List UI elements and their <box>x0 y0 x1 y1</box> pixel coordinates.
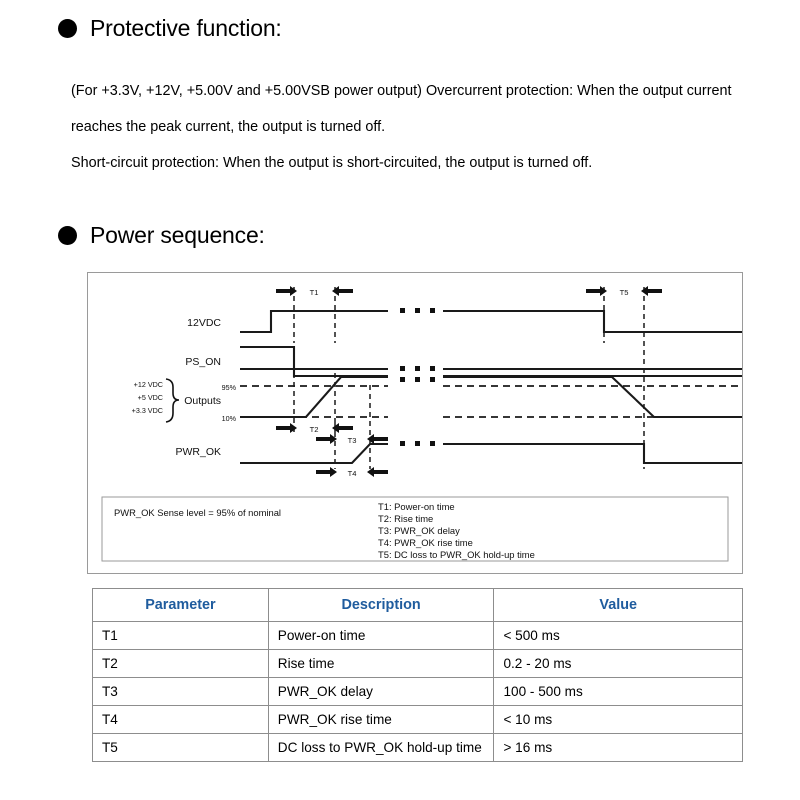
arrow-t4-right-icon <box>367 467 388 477</box>
table-header-row: Parameter Description Value <box>92 588 743 622</box>
legend-item-t5: T5: DC loss to PWR_OK hold-up time <box>378 549 535 560</box>
arrow-t2-right-icon <box>332 423 353 433</box>
legend-note-sense-level: PWR_OK Sense level = 95% of nominal <box>114 507 281 518</box>
diagram-label-outputs: Outputs <box>184 395 221 407</box>
cell-parameter: T2 <box>92 649 269 678</box>
time-marker-t5: T5 <box>620 288 629 297</box>
cell-value: 0.2 - 20 ms <box>493 649 743 678</box>
waveform-outputs-right <box>443 375 742 419</box>
cell-parameter: T5 <box>92 733 269 762</box>
waveform-pwr-ok-left <box>240 442 388 465</box>
time-marker-t2: T2 <box>310 425 319 434</box>
diagram-label-10-percent: 10% <box>222 414 237 423</box>
bullet-icon <box>58 226 77 245</box>
cell-description: PWR_OK delay <box>267 677 495 706</box>
legend-item-t3: T3: PWR_OK delay <box>378 525 460 536</box>
diagram-label-95-percent: 95% <box>222 383 237 392</box>
power-sequence-parameter-table: Parameter Description Value T1 Power-on … <box>92 588 743 762</box>
brace-icon <box>165 378 180 423</box>
time-marker-t1: T1 <box>310 288 319 297</box>
diagram-label-ps-on: PS_ON <box>185 356 221 368</box>
arrow-t2-left-icon <box>276 423 297 433</box>
legend-item-t1: T1: Power-on time <box>378 501 455 512</box>
legend-item-t4: T4: PWR_OK rise time <box>378 537 473 548</box>
diagram-label-pwr-ok: PWR_OK <box>175 446 221 458</box>
cell-value: 100 - 500 ms <box>493 677 743 706</box>
cell-parameter: T4 <box>92 705 269 734</box>
diagram-label-rail-5v: +5 VDC <box>138 393 163 402</box>
waveform-break-pwr-ok <box>400 441 435 446</box>
arrow-t3-right-icon <box>367 434 388 444</box>
waveform-12vdc-left <box>240 309 388 334</box>
table-row: T3 PWR_OK delay 100 - 500 ms <box>92 677 743 706</box>
column-header-description: Description <box>267 588 495 622</box>
table-row: T2 Rise time 0.2 - 20 ms <box>92 649 743 678</box>
arrow-t1-right-icon <box>332 286 353 296</box>
arrow-t4-left-icon <box>316 467 337 477</box>
waveform-break-12vdc <box>400 308 435 313</box>
waveform-12vdc-right <box>443 309 742 334</box>
table-row: T5 DC loss to PWR_OK hold-up time > 16 m… <box>92 733 743 762</box>
cell-description: Power-on time <box>267 621 495 650</box>
arrow-t5-right-icon <box>641 286 662 296</box>
section-header-protective-function: Protective function: <box>58 15 282 42</box>
cell-value: < 500 ms <box>493 621 743 650</box>
cell-value: < 10 ms <box>493 705 743 734</box>
cell-description: PWR_OK rise time <box>267 705 495 734</box>
waveform-ps-on-left <box>240 345 388 378</box>
arrow-t1-left-icon <box>276 286 297 296</box>
paragraph-overcurrent-protection: (For +3.3V, +12V, +5.00V and +5.00VSB po… <box>71 83 732 135</box>
arrow-t5-left-icon <box>586 286 607 296</box>
section-header-power-sequence: Power sequence: <box>58 222 265 249</box>
diagram-label-rail-12v: +12 VDC <box>134 380 163 389</box>
cell-description: Rise time <box>267 649 495 678</box>
table-row: T1 Power-on time < 500 ms <box>92 621 743 650</box>
legend-item-t2: T2: Rise time <box>378 513 433 524</box>
paragraph-short-circuit-protection: Short-circuit protection: When the outpu… <box>71 155 593 171</box>
cell-value: > 16 ms <box>493 733 743 762</box>
time-marker-t3: T3 <box>348 436 357 445</box>
time-marker-t4: T4 <box>348 469 357 478</box>
cell-description: DC loss to PWR_OK hold-up time <box>267 733 495 762</box>
page-title-power-sequence: Power sequence: <box>90 222 265 248</box>
page-title-protective-function: Protective function: <box>90 15 282 41</box>
bullet-icon <box>58 19 77 38</box>
waveform-pwr-ok-right <box>443 442 742 465</box>
legend-box <box>101 496 729 562</box>
waveform-break-ps-on <box>400 366 435 382</box>
diagram-label-rail-3v3: +3.3 VDC <box>132 406 163 415</box>
waveform-outputs-left <box>240 375 388 419</box>
cell-parameter: T3 <box>92 677 269 706</box>
cell-parameter: T1 <box>92 621 269 650</box>
table-row: T4 PWR_OK rise time < 10 ms <box>92 705 743 734</box>
diagram-label-12vdc: 12VDC <box>187 317 221 329</box>
column-header-value: Value <box>493 588 743 622</box>
column-header-parameter: Parameter <box>92 588 269 622</box>
arrow-t3-left-icon <box>316 434 337 444</box>
power-sequence-timing-diagram: 12VDC PS_ON Outputs PWR_OK +12 VDC +5 VD… <box>87 272 743 574</box>
